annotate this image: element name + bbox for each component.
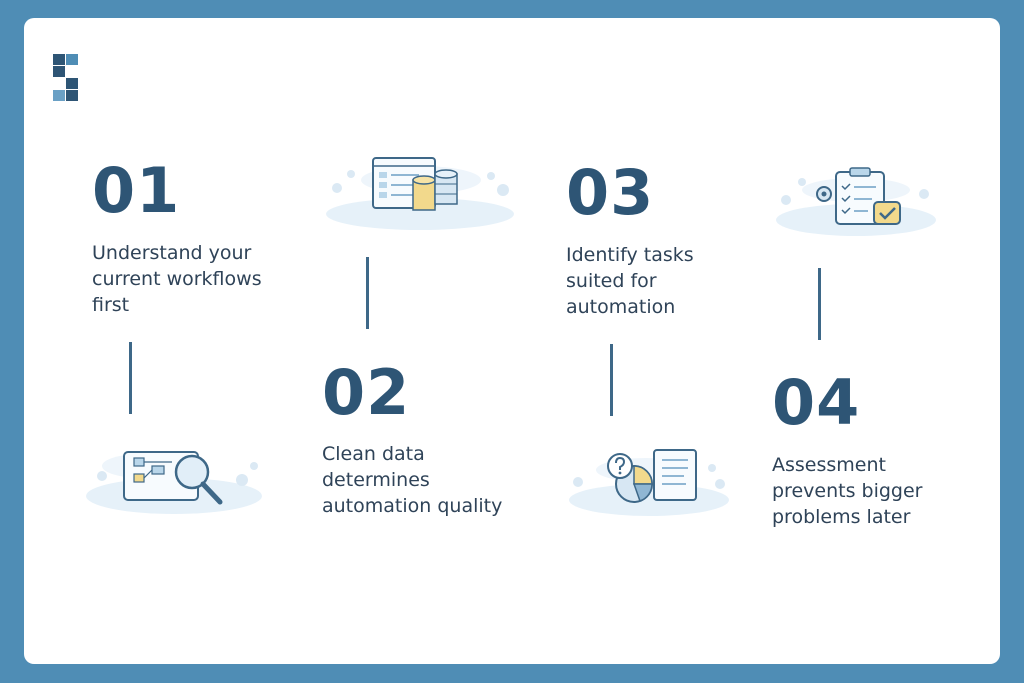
step-text-line: Understand your — [92, 242, 252, 264]
step-text-line: Identify tasks — [566, 244, 694, 266]
step-text-04: Assessment prevents bigger problems late… — [772, 452, 922, 530]
step-text-01: Understand your current workflows first — [92, 240, 262, 318]
connector-line — [366, 257, 369, 329]
question-chart-icon — [566, 440, 732, 520]
step-text-line: automation quality — [322, 495, 503, 517]
browser-database-icon — [321, 150, 519, 234]
step-text-line: suited for — [566, 270, 657, 292]
workflow-magnifier-icon — [82, 436, 266, 520]
step-text-03: Identify tasks suited for automation — [566, 242, 694, 320]
step-number-04: 04 — [772, 366, 861, 439]
step-text-line: first — [92, 294, 130, 316]
content-card — [24, 18, 1000, 664]
brand-logo-icon — [53, 54, 78, 101]
step-text-line: Assessment — [772, 454, 886, 476]
step-text-line: problems later — [772, 506, 911, 528]
connector-line — [818, 268, 821, 340]
clipboard-check-icon — [772, 160, 940, 240]
step-text-line: prevents bigger — [772, 480, 923, 502]
step-number-02: 02 — [322, 356, 411, 429]
step-text-line: Clean data — [322, 443, 425, 465]
step-text-02: Clean data determines automation quality — [322, 441, 502, 519]
connector-line — [610, 344, 613, 416]
connector-line — [129, 342, 132, 414]
step-text-line: automation — [566, 296, 676, 318]
step-text-line: current workflows — [92, 268, 262, 290]
step-number-01: 01 — [92, 154, 181, 227]
step-text-line: determines — [322, 469, 430, 491]
step-number-03: 03 — [566, 156, 655, 229]
